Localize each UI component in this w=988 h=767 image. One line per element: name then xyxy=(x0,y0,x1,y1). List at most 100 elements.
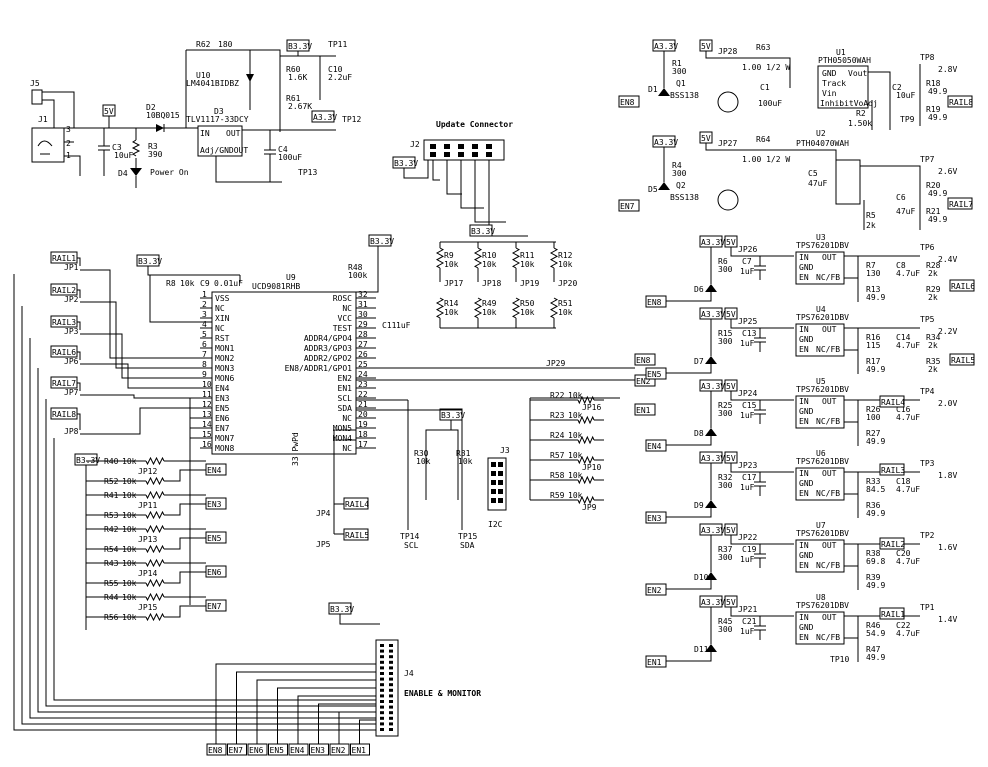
ldo-led xyxy=(705,500,717,508)
j2-pin xyxy=(430,144,436,149)
svg-text:10k: 10k xyxy=(568,491,583,500)
svg-text:54.9: 54.9 xyxy=(866,629,885,638)
j2-pin xyxy=(486,152,492,157)
u9-pin-number: 3 xyxy=(202,310,207,319)
j1-barrel-jack xyxy=(31,127,65,163)
svg-text:EN4: EN4 xyxy=(290,746,305,755)
svg-text:NC/FB: NC/FB xyxy=(816,345,840,354)
svg-text:EN8: EN8 xyxy=(647,298,662,307)
svg-text:TPS76201DBV: TPS76201DBV xyxy=(796,457,849,466)
u9-pin-name: XIN xyxy=(215,314,230,323)
svg-text:RAIL5: RAIL5 xyxy=(951,356,975,365)
svg-text:EN8: EN8 xyxy=(620,98,635,107)
svg-text:4.7uF: 4.7uF xyxy=(896,485,920,494)
svg-text:10uF: 10uF xyxy=(114,151,133,160)
j4-pin xyxy=(380,728,384,731)
addr-jumper: JP20 xyxy=(558,279,577,288)
j3-pin xyxy=(491,471,496,476)
svg-text:C4: C4 xyxy=(278,145,288,154)
j3-pin xyxy=(498,498,503,503)
j4-pin xyxy=(380,716,384,720)
svg-text:1uF: 1uF xyxy=(740,339,755,348)
svg-text:RAIL5: RAIL5 xyxy=(345,531,369,540)
en-tag xyxy=(205,497,227,510)
svg-text:D11: D11 xyxy=(694,645,709,654)
u9-pin-name: EN3 xyxy=(215,394,230,403)
center-en-tags: JP29 EN8 EN2 EN1 xyxy=(356,353,656,416)
left-jumper: JP6 xyxy=(64,357,79,366)
rail-voltage: 2.6V xyxy=(938,167,957,176)
svg-text:10k: 10k xyxy=(520,260,535,269)
svg-text:5V: 5V xyxy=(726,598,736,607)
svg-text:GND: GND xyxy=(799,479,814,488)
j4-enable-monitor: B3.3V J4 ENABLE & MONITOR xyxy=(328,602,481,737)
svg-text:R38: R38 xyxy=(866,549,881,558)
svg-text:10k: 10k xyxy=(458,457,473,466)
u9-pin-name: EN7 xyxy=(215,424,230,433)
svg-text:R47: R47 xyxy=(866,645,881,654)
svg-text:LM4041BIDBZ: LM4041BIDBZ xyxy=(186,79,239,88)
u9-pin-number: 11 xyxy=(202,390,212,399)
svg-text:NC/FB: NC/FB xyxy=(816,489,840,498)
svg-text:49.9: 49.9 xyxy=(866,509,885,518)
svg-text:IN: IN xyxy=(799,469,809,478)
power-on-label: Power On xyxy=(150,168,189,177)
svg-text:10uF: 10uF xyxy=(896,91,915,100)
j4-pin xyxy=(389,655,393,659)
j4-pin xyxy=(389,644,393,647)
svg-text:3: 3 xyxy=(66,125,71,134)
j5-connector xyxy=(31,89,43,105)
svg-text:D7: D7 xyxy=(694,357,704,366)
svg-text:84.5: 84.5 xyxy=(866,485,885,494)
j4-pin xyxy=(389,722,393,726)
j2-pin xyxy=(458,144,464,149)
svg-text:EN6: EN6 xyxy=(249,746,264,755)
en-tag xyxy=(205,463,227,476)
en-tag xyxy=(205,599,227,612)
svg-text:4.7uF: 4.7uF xyxy=(896,269,920,278)
svg-text:Track: Track xyxy=(822,79,846,88)
svg-text:A3.3V: A3.3V xyxy=(701,310,725,319)
rail-voltage: 2.0V xyxy=(938,399,957,408)
svg-text:EN7: EN7 xyxy=(620,202,635,211)
svg-text:NC/FB: NC/FB xyxy=(816,417,840,426)
u9-pin-name: EN6 xyxy=(215,414,230,423)
svg-text:JP29: JP29 xyxy=(546,359,565,368)
u9-pin-name: MON3 xyxy=(215,364,234,373)
svg-text:R59: R59 xyxy=(550,491,565,500)
svg-text:300: 300 xyxy=(672,169,687,178)
u9-pin-number: 8 xyxy=(202,360,207,369)
svg-text:C5: C5 xyxy=(808,169,818,178)
svg-text:U7: U7 xyxy=(816,521,826,530)
rail-voltage: 2.8V xyxy=(938,65,957,74)
svg-text:EN8: EN8 xyxy=(636,356,651,365)
svg-text:D9: D9 xyxy=(694,501,704,510)
svg-text:U2: U2 xyxy=(816,129,826,138)
svg-text:10k: 10k xyxy=(568,471,583,480)
svg-text:1.00 1/2 W: 1.00 1/2 W xyxy=(742,155,790,164)
u2-body xyxy=(835,159,861,205)
svg-text:OUT: OUT xyxy=(822,253,837,262)
j2-pin xyxy=(458,152,464,157)
u9-pin-number: 25 xyxy=(358,360,368,369)
svg-text:0.01uF: 0.01uF xyxy=(214,279,243,288)
svg-text:EN5: EN5 xyxy=(270,746,285,755)
svg-text:R27: R27 xyxy=(866,429,881,438)
svg-text:IN: IN xyxy=(799,253,809,262)
u9-pin-name: MON4 xyxy=(333,434,352,443)
ldo-led xyxy=(705,356,717,364)
svg-text:EN: EN xyxy=(799,345,809,354)
svg-text:EN1: EN1 xyxy=(352,746,367,755)
left-rail-inputs: RAIL1JP1RAIL2JP2RAIL3JP3RAIL6JP6RAIL7JP7… xyxy=(13,251,380,731)
u9-right-pins: 32ROSC31NC30VCC29TEST28ADDR4/GPO427ADDR3… xyxy=(285,290,376,453)
svg-text:OUT: OUT xyxy=(822,325,837,334)
svg-text:JP28: JP28 xyxy=(718,47,737,56)
svg-text:C3: C3 xyxy=(112,143,122,152)
u9-pin-name: NC xyxy=(215,304,225,313)
svg-text:2.2uF: 2.2uF xyxy=(328,73,352,82)
svg-text:R8: R8 xyxy=(166,279,176,288)
left-jumper: JP7 xyxy=(64,388,79,397)
u9-pin-name: ADDR3/GPO3 xyxy=(304,344,352,353)
svg-text:R34: R34 xyxy=(926,333,941,342)
